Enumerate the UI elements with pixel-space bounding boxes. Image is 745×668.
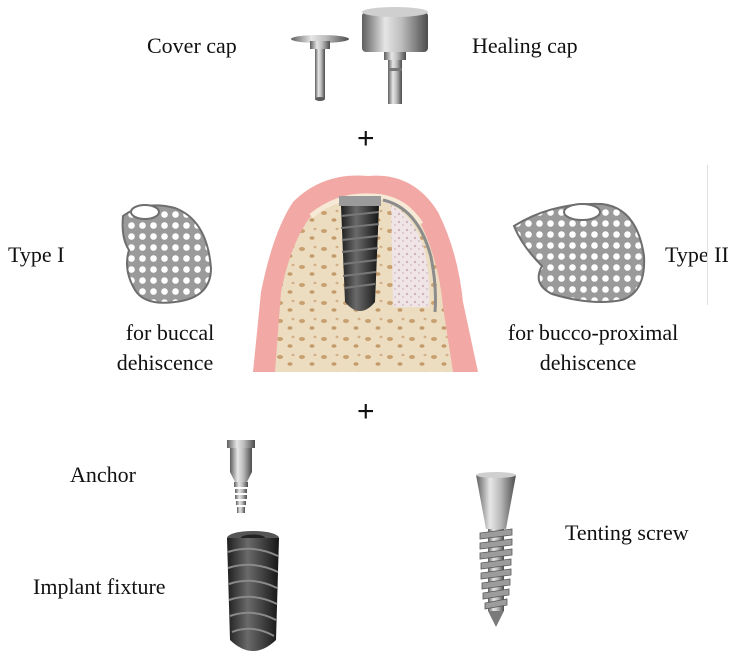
buccal-caption-line2: dehiscence [116,350,214,375]
anchor-label: Anchor [70,462,136,487]
healing-cap-icon [362,7,428,104]
anchor-icon [227,440,255,513]
buccal-caption-line1: for buccal [125,320,215,345]
type-i-label: Type I [8,242,65,267]
tenting-screw-label: Tenting screw [565,520,689,545]
cover-cap-label: Cover cap [147,33,237,58]
healing-cap-label: Healing cap [472,33,578,58]
cover-cap-icon [291,35,349,101]
implant-fixture-label: Implant fixture [33,574,166,599]
right-divider [707,165,708,305]
jaw-cross-section-icon [253,175,478,372]
plus-top: + [357,122,375,155]
implant-fixture-icon [227,531,279,651]
bucco-caption-line1: for bucco-proximal [507,320,679,345]
tenting-screw-icon [476,472,516,627]
type-ii-label: Type II [665,242,729,267]
mesh-type-i-icon [121,204,213,304]
plus-bottom: + [357,395,375,428]
bucco-caption-line2: dehiscence [539,350,637,375]
mesh-type-ii-icon [512,202,646,303]
